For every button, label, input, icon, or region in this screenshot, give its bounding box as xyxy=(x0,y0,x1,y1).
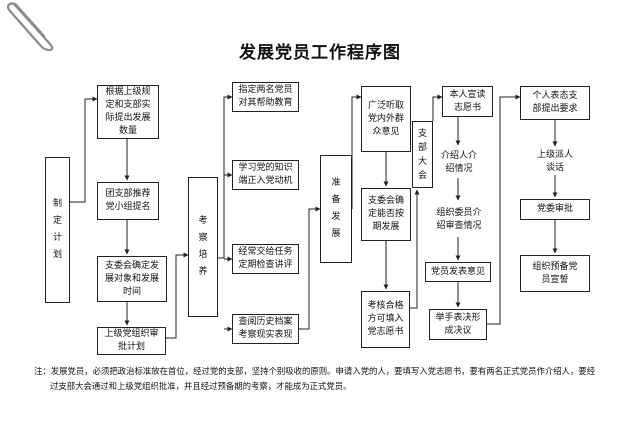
inspect-head-label: 考察培养 xyxy=(198,216,208,277)
meeting-step-1: 本人宣读志愿书 xyxy=(442,86,493,117)
plan-step-4-label: 上级党组织审批计划 xyxy=(104,329,159,352)
approve-step-1: 个人表态支部提出要求 xyxy=(520,86,590,120)
plan-head-label: 制定计划 xyxy=(52,199,62,260)
approve-step-4: 组织预备党员宣誓 xyxy=(520,255,590,292)
inspect-step-4-label: 查阅历史档案考察现实表现 xyxy=(238,317,293,340)
plan-step-3-label: 支委会确定发展对象和发展时间 xyxy=(104,260,159,297)
meeting-step-3: 组织委员介绍审查情况 xyxy=(430,202,488,237)
plan-step-1: 根据上级规定和支部实际提出发展数量 xyxy=(97,85,159,139)
prepare-step-1-label: 广泛听取党内外群众意见 xyxy=(367,100,404,137)
plan-step-2-label: 团支部推荐党小组提名 xyxy=(105,189,151,212)
meeting-step-3-label: 组织委员介绍审查情况 xyxy=(436,207,482,231)
connector-inspect-to-prepare xyxy=(299,206,321,330)
prepare-head-label: 准备发展 xyxy=(331,178,341,239)
footnote: 注：发展党员，必须把政治标准放在首位，经过党的支部，坚持个别吸收的原则。申请入党… xyxy=(34,364,624,394)
approve-step-1-label: 个人表态支部提出要求 xyxy=(532,91,578,114)
plan-step-3: 支委会确定发展对象和发展时间 xyxy=(97,256,167,302)
inspect-step-1-label: 指定两名党员对其帮助教育 xyxy=(238,85,293,108)
connector-prepare-to-meeting xyxy=(410,189,420,309)
meeting-step-1-label: 本人宣读志愿书 xyxy=(449,89,486,113)
meeting-head-box: 支部大会 xyxy=(412,121,433,188)
connector-meeting-1 xyxy=(432,94,443,121)
plan-head-box: 制定计划 xyxy=(45,157,70,303)
connector-plan-to-inspect xyxy=(166,252,189,339)
inspect-step-3: 经常交给任务定期检查讲评 xyxy=(232,244,299,274)
plan-step-2: 团支部推荐党小组提名 xyxy=(97,182,159,220)
meeting-step-4: 党员发表意见 xyxy=(425,262,491,282)
inspect-step-1: 指定两名党员对其帮助教育 xyxy=(232,82,299,112)
paperclip-icon xyxy=(6,2,54,52)
connector-prepare-1 xyxy=(351,94,362,209)
meeting-step-2-label: 介绍人介绍情况 xyxy=(440,150,477,174)
plan-step-1-label: 根据上级规定和支部实际提出发展数量 xyxy=(105,87,151,136)
meeting-step-2: 介绍人介绍情况 xyxy=(437,147,481,178)
prepare-head-box: 准备发展 xyxy=(320,155,352,263)
inspect-head-box: 考察培养 xyxy=(188,177,218,317)
footnote-line-2: 过支部大会通过和上级党组织批准，并且经过预备期的考察，才能成为正式党员。 xyxy=(50,381,352,391)
footnote-line-1: 注：发展党员，必须把政治标准放在首位，经过党的支部，坚持个别吸收的原则。申请入党… xyxy=(34,366,596,376)
connector-meeting-to-approve xyxy=(487,94,521,325)
prepare-step-3: 考核合格方可填入党志愿书 xyxy=(361,291,410,348)
approve-step-2-label: 上级派人谈话 xyxy=(536,149,573,173)
meeting-head-label: 支部大会 xyxy=(417,128,427,181)
prepare-step-3-label: 考核合格方可填入党志愿书 xyxy=(367,301,404,337)
inspect-step-2-label: 学习党的知识端正入党动机 xyxy=(238,163,293,186)
page-title: 发展党员工作程序图 xyxy=(239,43,401,63)
approve-step-2: 上级派人谈话 xyxy=(530,148,580,175)
prepare-step-2-label: 支委会确定能否按期发展 xyxy=(367,196,404,232)
meeting-step-5-label: 举手表决形成决议 xyxy=(435,312,481,336)
approve-step-3-label: 党委审批 xyxy=(536,204,573,214)
approve-step-4-label: 组织预备党员宣誓 xyxy=(532,261,578,285)
meeting-step-4-label: 党员发表意见 xyxy=(430,266,485,277)
inspect-step-3-label: 经常交给任务定期检查讲评 xyxy=(238,247,293,270)
approve-step-3: 党委审批 xyxy=(520,199,590,220)
plan-step-4: 上级党组织审批计划 xyxy=(97,327,166,355)
inspect-step-4: 查阅历史档案考察现实表现 xyxy=(232,314,299,344)
prepare-step-2: 支委会确定能否按期发展 xyxy=(361,188,411,241)
prepare-step-1: 广泛听取党内外群众意见 xyxy=(361,86,411,152)
connector-plan-1 xyxy=(70,96,98,203)
inspect-step-2: 学习党的知识端正入党动机 xyxy=(232,160,299,190)
connector-inspect-1 xyxy=(218,94,233,259)
meeting-step-5: 举手表决形成决议 xyxy=(429,309,487,340)
